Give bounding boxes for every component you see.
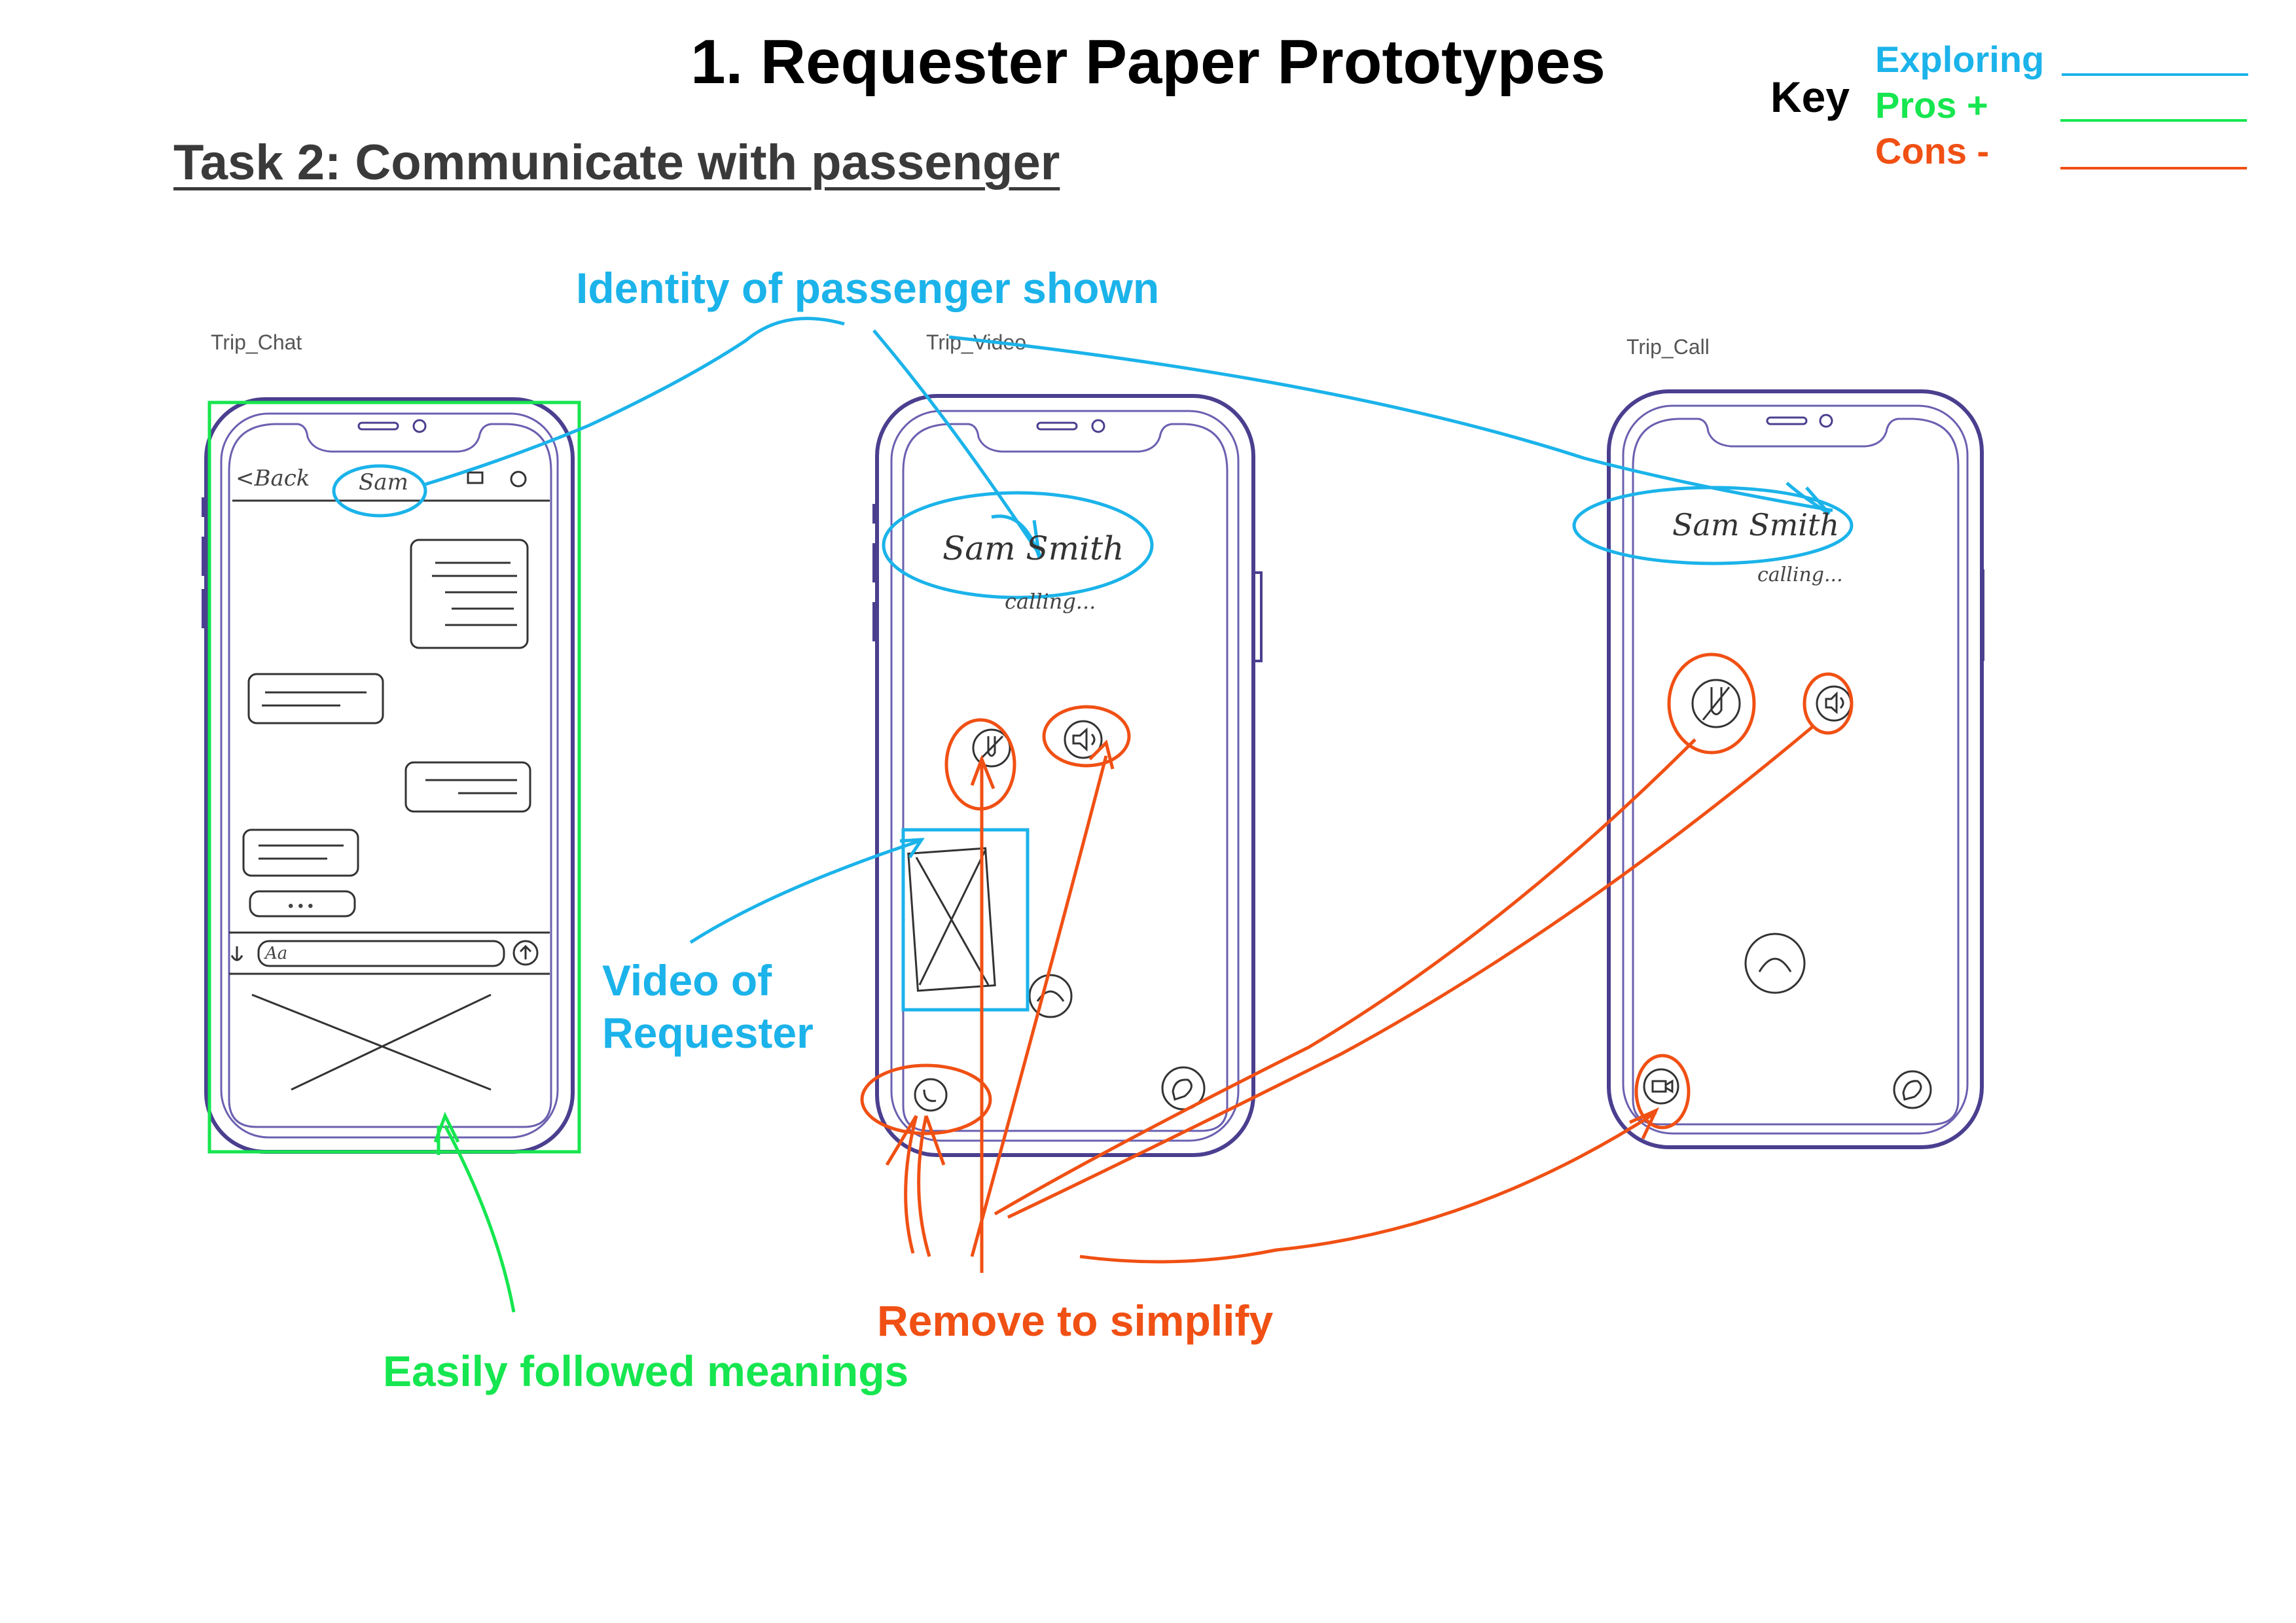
message-bubble-left-2 bbox=[242, 829, 359, 877]
video-toggle-icon bbox=[1643, 1068, 1679, 1105]
note-video-line1: Video of bbox=[602, 956, 772, 1005]
message-bubble-right-2 bbox=[404, 761, 531, 813]
legend-line-cons bbox=[2060, 167, 2247, 169]
legend-item-exploring: Exploring bbox=[1875, 39, 2045, 80]
legend-line-pros bbox=[2060, 119, 2247, 122]
identity-highlight-chat bbox=[332, 464, 427, 518]
note-video-line2: Requester bbox=[602, 1008, 814, 1057]
video-icon bbox=[467, 471, 484, 484]
note-identity: Identity of passenger shown bbox=[576, 264, 1160, 312]
call-contents bbox=[1643, 679, 1932, 1109]
cons-annotations bbox=[860, 652, 1854, 1273]
screen-label-call: Trip_Call bbox=[1626, 335, 1710, 359]
identity-highlight-video bbox=[882, 491, 1154, 599]
legend-title: Key bbox=[1770, 73, 1850, 121]
switch-camera-icon bbox=[914, 1078, 948, 1112]
message-bubble-left-1 bbox=[247, 673, 384, 724]
note-remove: Remove to simplify bbox=[877, 1296, 1274, 1345]
chat-input-placeholder: Aa bbox=[264, 944, 287, 963]
typing-indicator bbox=[249, 890, 356, 918]
exploring-annotations bbox=[332, 317, 1854, 1012]
message-bubble-right-1 bbox=[410, 539, 529, 649]
cons-circle-video-switch bbox=[860, 1063, 992, 1135]
mic-icon bbox=[230, 946, 243, 961]
pros-annotation bbox=[207, 401, 581, 1313]
legend-item-cons: Cons - bbox=[1875, 130, 1990, 171]
phone-trip-video bbox=[872, 394, 1263, 1157]
chat-contents bbox=[229, 471, 550, 1091]
cons-circle-call-video bbox=[1634, 1054, 1691, 1130]
cons-circle-call-speaker bbox=[1803, 672, 1854, 735]
phone-trip-chat bbox=[202, 397, 575, 1154]
phone-trip-call bbox=[1607, 389, 1984, 1149]
video-contents bbox=[907, 720, 1206, 1112]
cons-circle-call-mute bbox=[1667, 652, 1756, 755]
note-easily: Easily followed meanings bbox=[383, 1347, 909, 1395]
video-highlight-box bbox=[901, 828, 1030, 1012]
page-title: 1. Requester Paper Prototypes bbox=[691, 27, 1605, 97]
chat-icon bbox=[1893, 1070, 1932, 1109]
chat-back-label: <Back bbox=[236, 465, 310, 491]
speaker-icon bbox=[1064, 720, 1103, 759]
mute-icon bbox=[1691, 679, 1741, 728]
legend-line-exploring bbox=[2062, 73, 2248, 76]
video-call-status: calling... bbox=[1005, 589, 1096, 614]
call-status: calling... bbox=[1757, 563, 1843, 586]
legend-item-pros: Pros + bbox=[1875, 84, 1988, 126]
message-input bbox=[257, 940, 505, 967]
speaker-icon bbox=[1816, 685, 1852, 722]
task-heading: Task 2: Communicate with passenger bbox=[173, 135, 1060, 190]
typing-dots: • • • bbox=[288, 897, 314, 915]
end-call-icon bbox=[1028, 974, 1073, 1018]
video-caller-name: Sam Smith bbox=[942, 529, 1124, 567]
end-call-icon bbox=[1744, 933, 1806, 994]
chat-contact-name: Sam bbox=[359, 469, 408, 495]
call-caller-name: Sam Smith bbox=[1672, 507, 1839, 543]
cons-circle-video-speaker bbox=[1042, 705, 1131, 768]
phone-icon bbox=[510, 471, 527, 488]
pros-highlight-box bbox=[207, 401, 581, 1154]
screen-label-chat: Trip_Chat bbox=[211, 330, 302, 354]
send-icon bbox=[512, 940, 539, 966]
requester-video-tile bbox=[907, 847, 996, 992]
mute-icon bbox=[972, 728, 1011, 768]
